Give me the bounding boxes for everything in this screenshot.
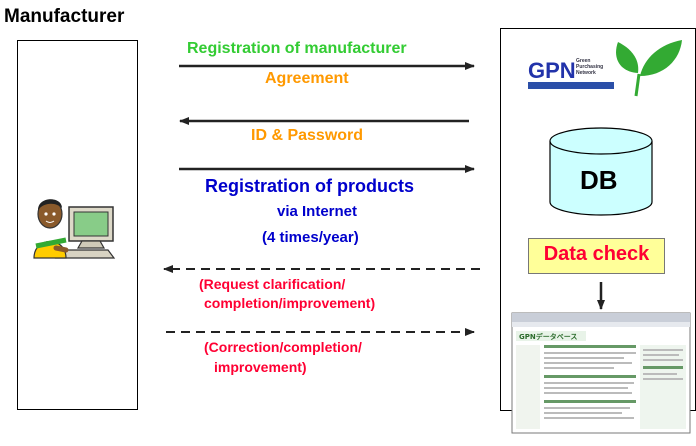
label-id-password: ID & Password — [251, 127, 364, 144]
gpn-logo: GPN Green Purchasing Network — [528, 40, 682, 97]
label-agreement: Agreement — [265, 70, 349, 87]
label-correction-line-2: improvement) — [214, 359, 307, 375]
label-times-per-year: (4 times/year) — [262, 229, 359, 246]
label-request-line-1: (Request clarification/ — [199, 276, 346, 292]
manufacturer-title: Manufacturer — [4, 6, 125, 27]
leaf-icon — [616, 40, 682, 97]
screenshot-title: GPNデータベース — [519, 332, 577, 341]
data-check-label: Data check — [543, 243, 650, 265]
db-label: DB — [580, 165, 618, 195]
database-cylinder-icon — [549, 127, 653, 216]
label-registration-manufacturer: Registration of manufacturer — [187, 40, 407, 57]
logo-line-2: Purchasing — [576, 64, 603, 70]
logo-line-3: Network — [576, 70, 596, 76]
label-via-internet: via Internet — [277, 203, 358, 220]
database-website-screenshot: GPNデータベース — [511, 312, 691, 434]
label-request-line-2: completion/improvement) — [204, 295, 376, 311]
person-at-computer-icon — [33, 199, 116, 259]
label-correction-line-1: (Correction/completion/ — [204, 339, 362, 355]
data-check-box — [528, 238, 665, 274]
logo-line-1: Green — [576, 58, 590, 64]
label-registration-products: Registration of products — [205, 176, 415, 196]
gpn-logo-text: GPN — [528, 58, 576, 83]
